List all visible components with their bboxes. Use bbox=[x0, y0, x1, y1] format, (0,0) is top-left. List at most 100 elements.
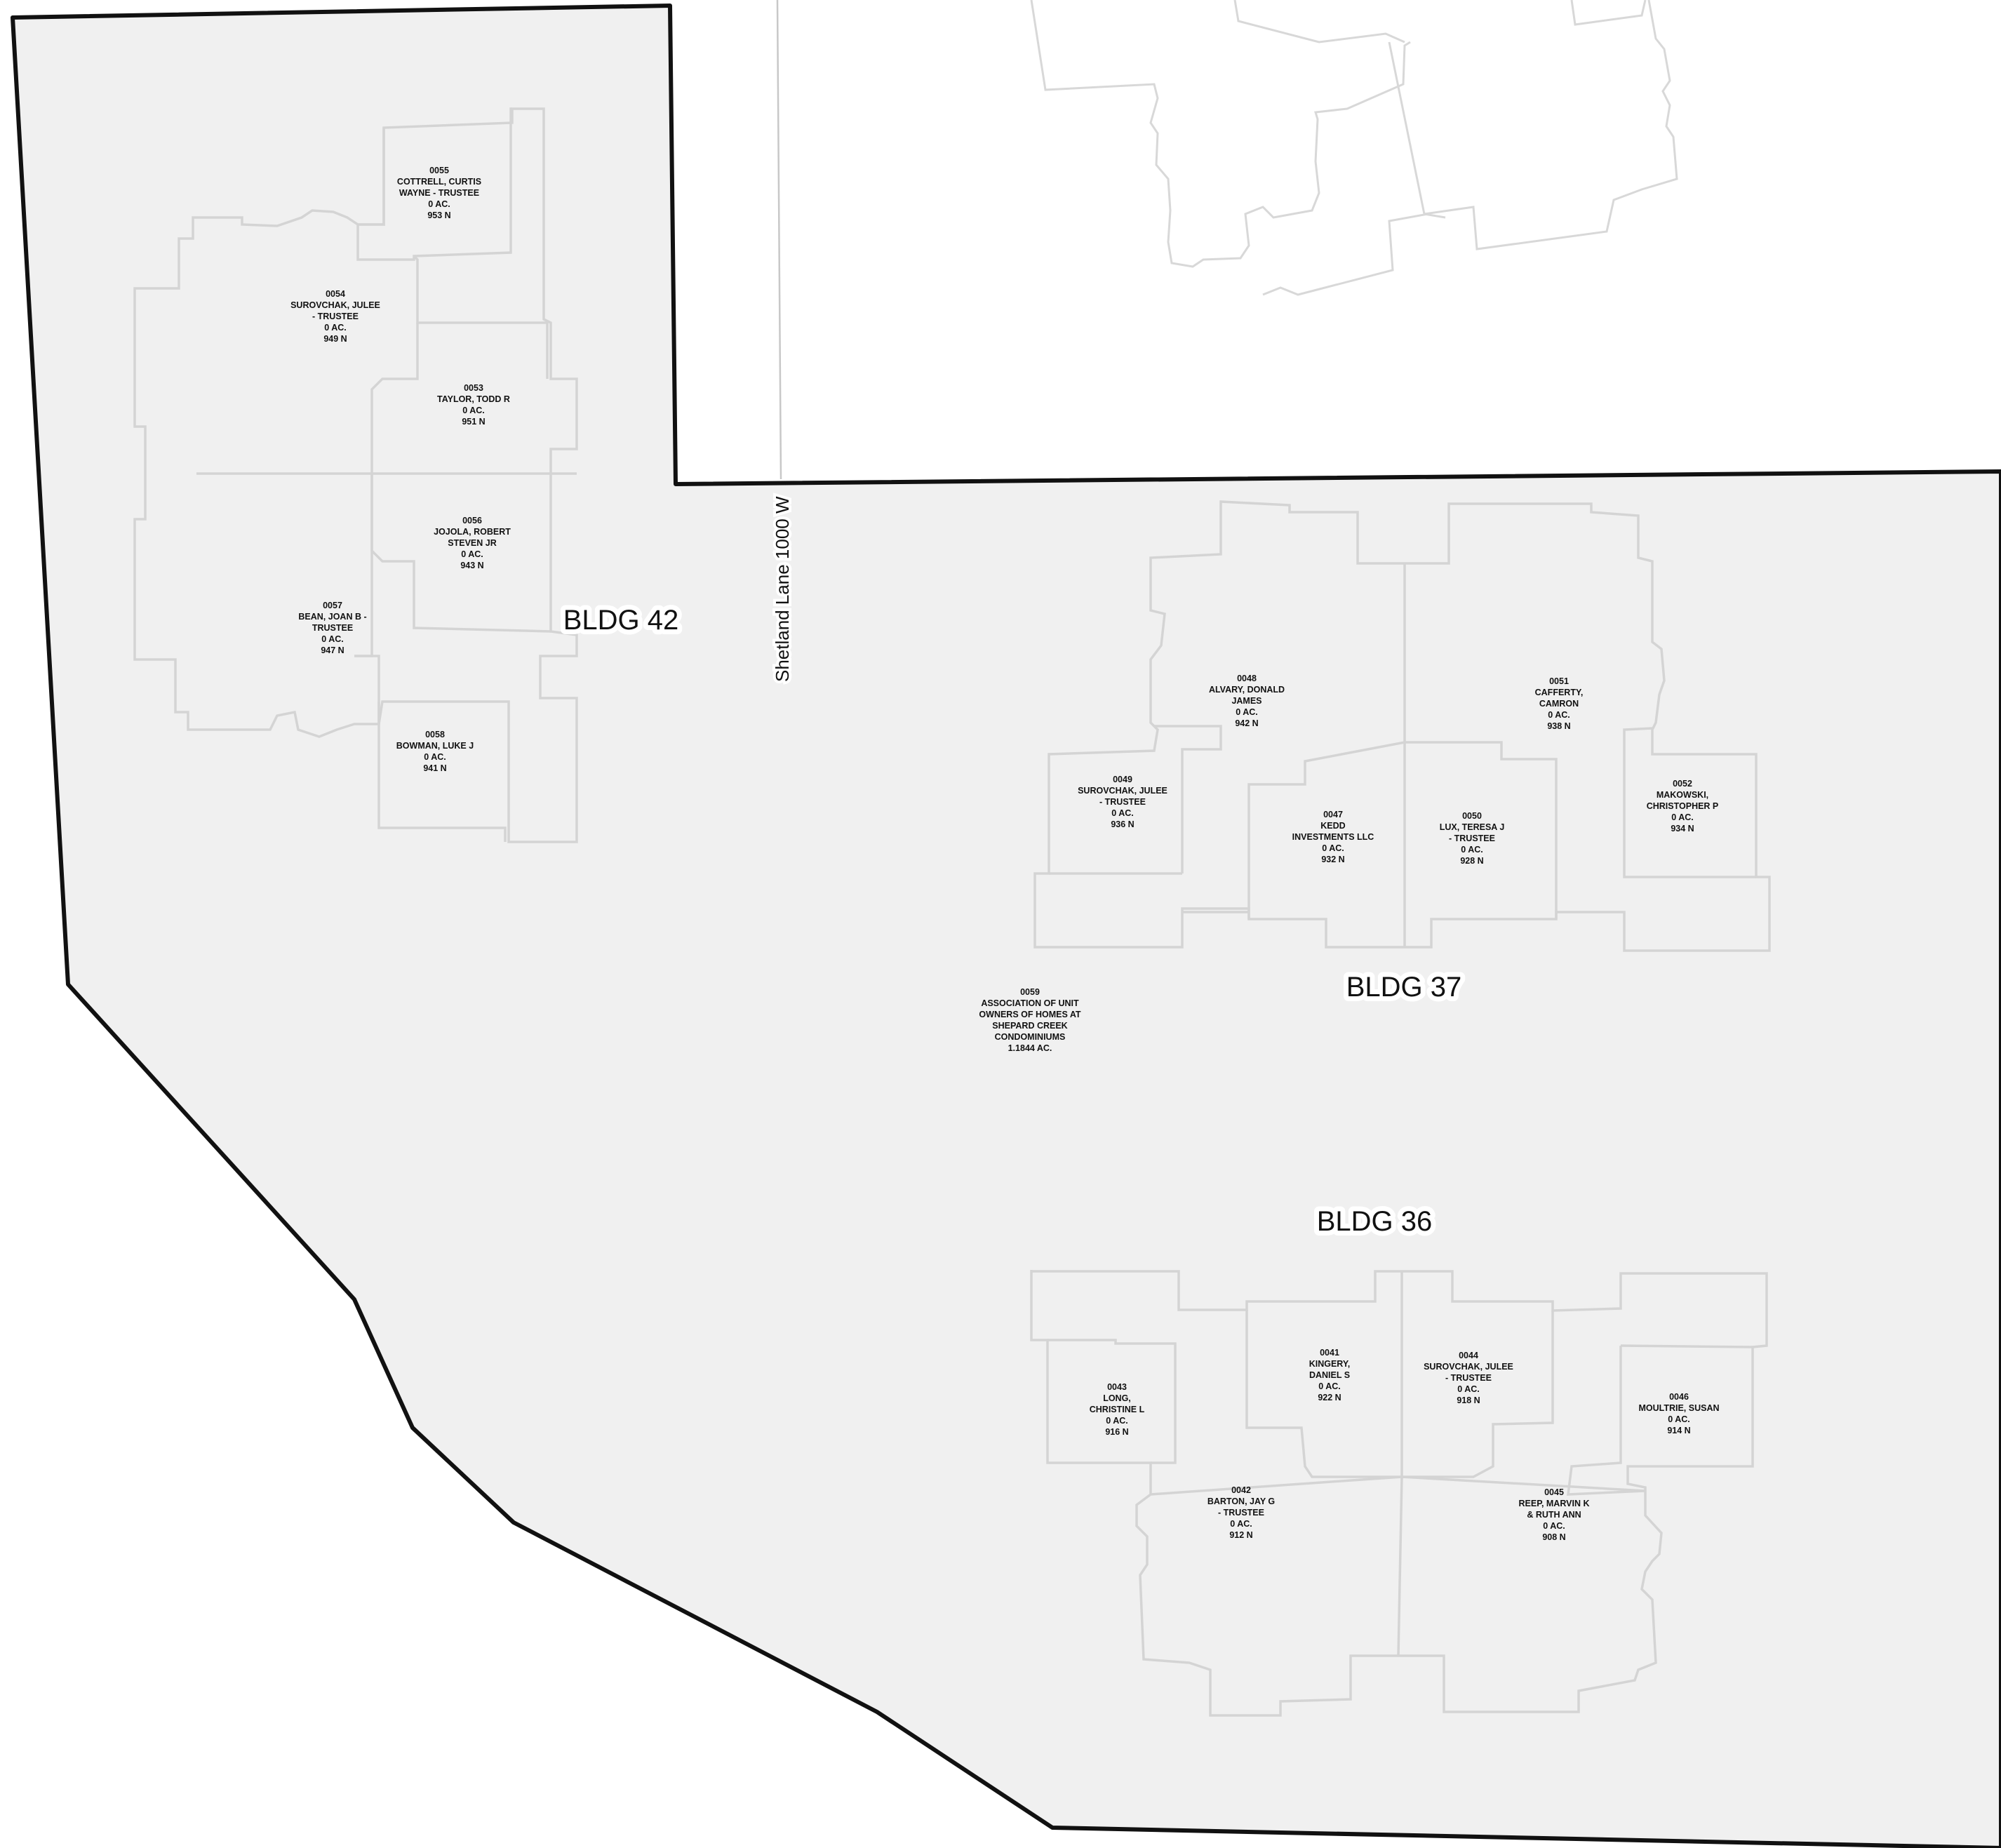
unit-label-line: 934 N bbox=[1671, 824, 1694, 833]
bldg-37-footprint bbox=[1033, 500, 1771, 952]
unit-label-line: & RUTH ANN bbox=[1527, 1510, 1581, 1520]
unit-label-line: 0046 bbox=[1669, 1392, 1689, 1402]
unit-label-line: OWNERS OF HOMES AT bbox=[979, 1010, 1081, 1019]
bldg-36-footprint bbox=[1030, 1270, 1768, 1717]
unit-label-line: 0051 bbox=[1549, 676, 1569, 686]
unit-label-line: 0 AC. bbox=[428, 199, 450, 209]
unit-label-line: 928 N bbox=[1460, 856, 1483, 866]
bldg-42-footprint bbox=[133, 107, 578, 843]
unit-label-line: 908 N bbox=[1542, 1532, 1565, 1542]
unit-label-line: 0 AC. bbox=[1111, 808, 1134, 818]
unit-label-line: 951 N bbox=[462, 417, 485, 427]
unit-label-line: - TRUSTEE bbox=[312, 312, 359, 321]
unit-label-line: 922 N bbox=[1318, 1393, 1341, 1402]
unit-label-line: JAMES bbox=[1231, 696, 1262, 706]
unit-label-line: KINGERY, bbox=[1309, 1359, 1351, 1369]
unit-label-line: 912 N bbox=[1229, 1530, 1252, 1540]
unit-label-line: - TRUSTEE bbox=[1445, 1373, 1492, 1383]
unit-label-line: CAMRON bbox=[1539, 699, 1579, 709]
unit-label-line: 0048 bbox=[1237, 674, 1257, 683]
unit-label-line: 949 N bbox=[323, 334, 347, 344]
unit-label-line: 0041 bbox=[1320, 1348, 1339, 1358]
unit-label-line: 916 N bbox=[1105, 1427, 1128, 1437]
unit-label-line: BARTON, JAY G bbox=[1207, 1497, 1275, 1506]
unit-label-line: 0 AC. bbox=[1461, 845, 1483, 855]
unit-label-line: 0052 bbox=[1673, 779, 1692, 789]
unit-label-line: 947 N bbox=[321, 645, 344, 655]
unit-label-line: 0059 bbox=[1020, 987, 1040, 997]
unit-label-line: 0056 bbox=[462, 516, 482, 525]
unit-label-line: LONG, bbox=[1103, 1393, 1131, 1403]
unit-label-line: WAYNE - TRUSTEE bbox=[399, 188, 479, 198]
unit-label-line: CAFFERTY, bbox=[1535, 688, 1584, 697]
unit-label-line: 941 N bbox=[423, 763, 446, 773]
street-label: Shetland Lane 1000 W bbox=[772, 496, 793, 682]
unit-label-line: 932 N bbox=[1321, 855, 1344, 864]
unit-label-line: TAYLOR, TODD R bbox=[437, 394, 510, 404]
unit-label-line: 0 AC. bbox=[1236, 707, 1258, 717]
unit-label-line: 0044 bbox=[1459, 1351, 1478, 1360]
unit-label-line: 938 N bbox=[1547, 721, 1570, 731]
unit-label-line: SUROVCHAK, JULEE bbox=[1424, 1362, 1513, 1372]
unit-label-line: 0 AC. bbox=[1668, 1414, 1690, 1424]
unit-label-line: 0057 bbox=[323, 601, 342, 610]
unit-label-line: 0049 bbox=[1113, 775, 1132, 784]
unit-label-line: 0 AC. bbox=[1230, 1519, 1252, 1529]
unit-label-line: 914 N bbox=[1667, 1426, 1690, 1435]
unit-label-line: LUX, TERESA J bbox=[1440, 822, 1505, 832]
unit-label-line: STEVEN JR bbox=[448, 538, 496, 548]
unit-label-line: SHEPARD CREEK bbox=[992, 1021, 1067, 1031]
unit-label-line: COTTRELL, CURTIS bbox=[397, 177, 481, 187]
unit-label-line: BEAN, JOAN B - bbox=[298, 612, 366, 622]
unit-label-line: 0 AC. bbox=[461, 549, 483, 559]
unit-label-line: 0054 bbox=[326, 289, 345, 299]
unit-label-line: 936 N bbox=[1111, 819, 1134, 829]
unit-label-line: 0 AC. bbox=[1543, 1521, 1565, 1531]
unit-label-line: 0 AC. bbox=[321, 634, 344, 644]
unit-label-line: 1.1844 AC. bbox=[1008, 1043, 1052, 1053]
unit-label-line: 0 AC. bbox=[1106, 1416, 1128, 1426]
unit-label-line: - TRUSTEE bbox=[1449, 833, 1495, 843]
unit-label-line: CHRISTOPHER P bbox=[1647, 801, 1719, 811]
unit-label-line: 0 AC. bbox=[1457, 1384, 1480, 1394]
bldg-42-label: BLDG 42 bbox=[563, 605, 679, 636]
adjacent-parcels bbox=[1030, 0, 1678, 296]
unit-label-line: REEP, MARVIN K bbox=[1519, 1499, 1590, 1508]
unit-label-line: 953 N bbox=[427, 210, 450, 220]
unit-label-line: ASSOCIATION OF UNIT bbox=[981, 998, 1079, 1008]
unit-label-line: 0 AC. bbox=[324, 323, 347, 333]
building-labels: BLDG 42 BLDG 37 BLDG 36 bbox=[558, 600, 1467, 1242]
unit-label-line: MOULTRIE, SUSAN bbox=[1638, 1403, 1719, 1413]
unit-label-line: 0050 bbox=[1462, 811, 1482, 821]
unit-label-line: KEDD bbox=[1320, 821, 1345, 831]
unit-label-line: CONDOMINIUMS bbox=[995, 1032, 1066, 1042]
bldg-36-label: BLDG 36 bbox=[1317, 1206, 1433, 1237]
unit-label-line: 943 N bbox=[460, 561, 483, 570]
unit-label-line: JOJOLA, ROBERT bbox=[434, 527, 511, 537]
unit-label-line: BOWMAN, LUKE J bbox=[396, 741, 474, 751]
unit-label-line: 0043 bbox=[1107, 1382, 1127, 1392]
subject-parcel-boundary bbox=[11, 4, 2001, 1848]
unit-label-line: MAKOWSKI, bbox=[1657, 790, 1708, 800]
unit-label-line: 0 AC. bbox=[1322, 843, 1344, 853]
unit-label-line: SUROVCHAK, JULEE bbox=[1078, 786, 1167, 796]
unit-label-line: - TRUSTEE bbox=[1099, 797, 1146, 807]
